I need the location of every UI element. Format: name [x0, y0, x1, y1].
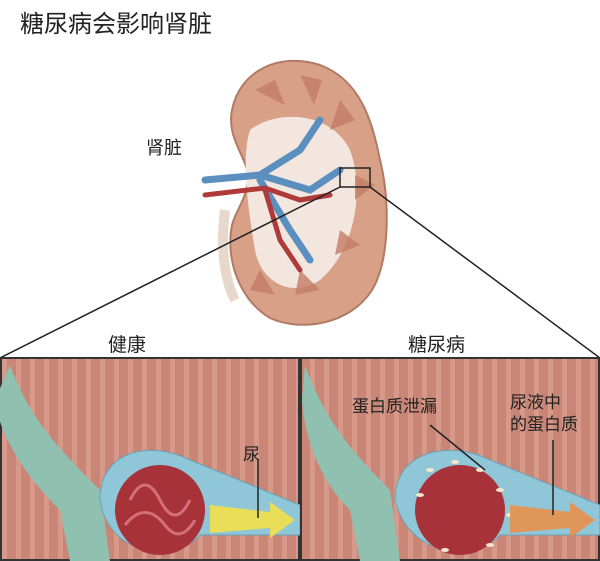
urine-protein-label-line1: 尿液中	[510, 393, 561, 413]
urine-arrow	[210, 502, 295, 538]
protein-arrow	[510, 502, 595, 538]
page-title: 糖尿病会影响肾脏	[20, 10, 212, 38]
kidney-illustration	[201, 59, 388, 326]
healthy-panel-label: 健康	[108, 334, 147, 356]
diabetes-panel-label: 糖尿病	[408, 334, 466, 356]
urine-label: 尿	[243, 445, 260, 465]
diabetes-panel	[300, 357, 600, 561]
protein-leak-label: 蛋白质泄漏	[352, 397, 437, 417]
urine-protein-label-line2: 的蛋白质	[510, 415, 578, 435]
healthy-panel	[0, 357, 301, 561]
urine-protein-label: 尿液中 的蛋白质	[510, 392, 578, 436]
kidney-label: 肾脏	[146, 138, 182, 159]
zoom-box	[339, 167, 371, 188]
